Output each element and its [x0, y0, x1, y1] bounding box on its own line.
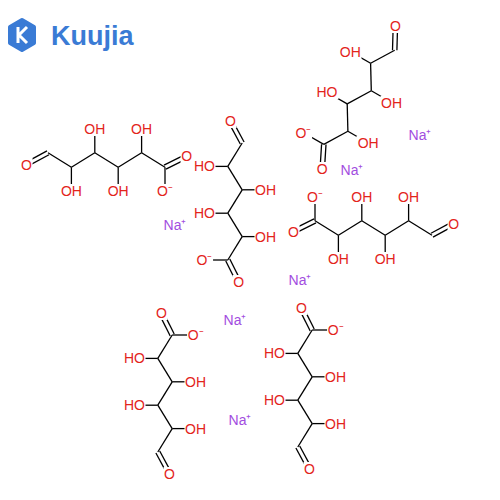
atom-label: O	[155, 306, 168, 320]
single-bond	[347, 91, 371, 104]
single-bond	[48, 153, 71, 167]
single-bond	[158, 382, 172, 405]
atom-label: HO	[193, 206, 216, 220]
atom-label: O	[316, 162, 329, 176]
single-bond	[298, 353, 312, 376]
single-bond	[228, 166, 242, 189]
atom-label: HO	[193, 159, 216, 173]
sodium-ion: Na⁺	[228, 413, 253, 427]
atom-label: OH	[350, 190, 373, 204]
single-bond	[298, 400, 312, 423]
atom-label: O	[303, 462, 316, 476]
single-bond	[409, 221, 432, 235]
atom-label: OH	[184, 375, 207, 389]
atom-label: OH	[184, 422, 207, 436]
atom-label: OH	[339, 45, 362, 59]
sodium-ion: Na⁺	[288, 273, 313, 287]
single-bond	[324, 131, 348, 144]
atom-label: OH	[327, 252, 350, 266]
atom-label: O⁻	[295, 126, 313, 140]
atom-label: O	[20, 158, 33, 172]
atom-label: O⁻	[195, 253, 213, 267]
atom-label: OH	[397, 190, 420, 204]
single-bond	[228, 190, 242, 213]
single-bond	[315, 221, 338, 235]
atom-label: OH	[254, 230, 277, 244]
atom-label: OH	[380, 96, 403, 110]
atom-label: O	[163, 467, 176, 481]
single-bond	[95, 153, 118, 167]
atom-label: OH	[254, 183, 277, 197]
atom-label: O	[232, 275, 245, 289]
atom-label: O	[180, 149, 193, 163]
single-bond	[338, 221, 361, 235]
sodium-ion: Na⁺	[340, 163, 365, 177]
atom-label: OH	[374, 252, 397, 266]
atom-label: O	[287, 225, 300, 239]
single-bond	[142, 153, 165, 167]
single-bond	[118, 153, 141, 167]
atom-label: OH	[107, 184, 130, 198]
atom-label: HO	[123, 398, 146, 412]
single-bond	[362, 221, 385, 235]
atom-label: O⁻	[156, 184, 174, 198]
atom-label: O⁻	[306, 190, 324, 204]
atom-label: O	[224, 114, 237, 128]
single-bond	[298, 377, 312, 400]
single-bond	[228, 143, 242, 166]
atom-label: OH	[83, 122, 106, 136]
single-bond	[347, 104, 349, 131]
atom-label: HO	[263, 346, 286, 360]
atom-label: OH	[130, 122, 153, 136]
single-bond	[370, 63, 372, 91]
logo-text: Kuujia	[50, 23, 135, 50]
single-bond	[298, 424, 312, 447]
atom-label: HO	[315, 85, 338, 99]
single-bond	[158, 335, 172, 358]
atom-label: HO	[123, 351, 146, 365]
logo-hexagon	[10, 20, 34, 50]
atom-label: O⁻	[327, 323, 345, 337]
atom-label: OH	[357, 136, 380, 150]
single-bond	[158, 405, 172, 428]
single-bond	[385, 221, 408, 235]
atom-label: O	[295, 301, 308, 315]
single-bond	[298, 330, 312, 353]
logo-mark	[18, 27, 27, 43]
sodium-ion: Na⁺	[223, 313, 248, 327]
atom-label: O	[447, 217, 460, 231]
single-bond	[158, 429, 172, 452]
single-bond	[371, 50, 395, 63]
atom-label: OH	[60, 184, 83, 198]
single-bond	[158, 358, 172, 381]
atom-label: O⁻	[187, 328, 205, 342]
single-bond	[228, 213, 242, 236]
atom-label: OH	[324, 417, 347, 431]
atom-label: OH	[324, 370, 347, 384]
single-bond	[71, 153, 94, 167]
single-bond	[228, 237, 242, 260]
atom-label: O	[389, 19, 402, 33]
atom-label: HO	[263, 393, 286, 407]
sodium-ion: Na⁺	[163, 218, 188, 232]
sodium-ion: Na⁺	[408, 128, 433, 142]
